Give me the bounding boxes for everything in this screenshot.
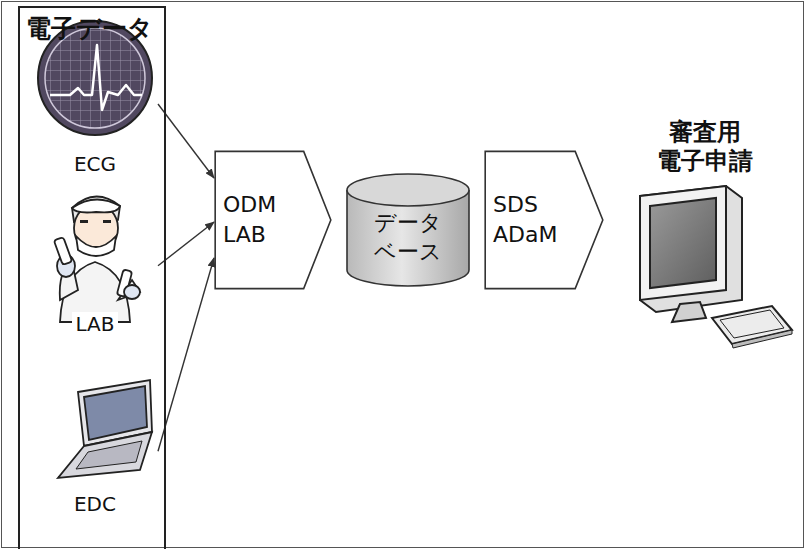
format-arrow: ODM LAB: [214, 150, 332, 290]
node-label: ODM LAB: [223, 190, 298, 249]
laptop-icon: [58, 380, 152, 478]
group-title: 電子データ: [26, 12, 158, 45]
connector-arrow: [158, 258, 214, 451]
node-label: 審査用 電子申請: [650, 118, 760, 176]
node-label: データ ベース: [372, 209, 445, 266]
ecg-item: ECG: [28, 16, 162, 176]
edc-item: EDC: [28, 372, 162, 516]
lab-technician-icon: [54, 196, 140, 322]
computer-icon: [640, 186, 792, 348]
icon-label: ECG: [71, 152, 119, 176]
node-label: SDS ADaM: [493, 190, 568, 249]
connector-arrow: [158, 104, 214, 178]
submission-computer: 審査用 電子申請: [630, 118, 780, 358]
database-cylinder: データ ベース: [345, 172, 471, 288]
icon-label: LAB: [72, 312, 117, 336]
data-group-panel: 電子データ ECG LAB EDC: [18, 6, 166, 549]
block-arrow-outline: [484, 150, 604, 290]
icon-label: EDC: [71, 492, 119, 516]
block-arrow-outline: [214, 150, 332, 290]
lab-item: LAB: [28, 180, 162, 336]
connector-arrow: [158, 222, 214, 266]
format-arrow: SDS ADaM: [484, 150, 604, 290]
